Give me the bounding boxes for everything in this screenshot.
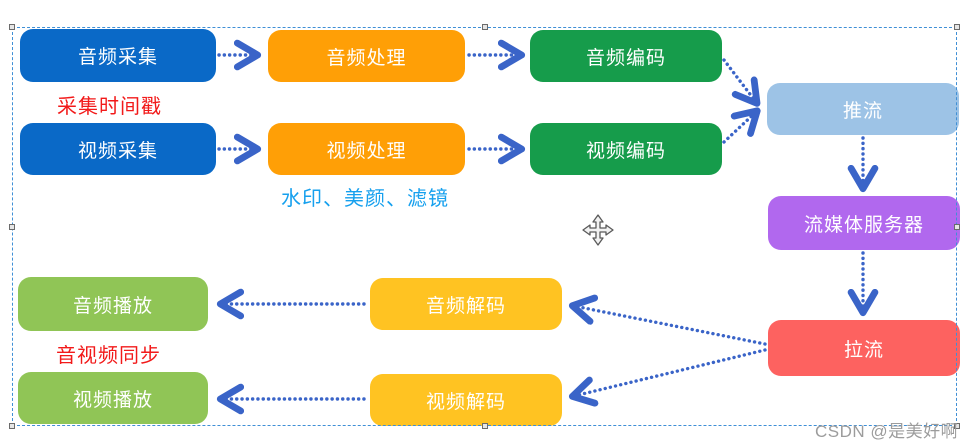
selection-handle-ne[interactable]	[954, 24, 960, 30]
node-audio-decode[interactable]: 音频解码	[370, 278, 562, 330]
move-cursor-icon	[582, 214, 614, 246]
selection-handle-sw[interactable]	[9, 423, 15, 429]
selection-handle-w[interactable]	[9, 224, 15, 230]
arrow-pull-to-audio-decode	[568, 294, 767, 346]
csdn-watermark: CSDN @是美好啊	[815, 422, 959, 441]
arrow-video-encode-to-push	[722, 107, 761, 144]
node-video-decode[interactable]: 视频解码	[370, 374, 562, 426]
node-push-stream[interactable]: 推流	[767, 83, 959, 135]
node-audio-play[interactable]: 音频播放	[18, 277, 208, 331]
node-video-play[interactable]: 视频播放	[18, 372, 208, 424]
selection-handle-s[interactable]	[482, 423, 488, 429]
node-video-capture[interactable]: 视频采集	[20, 123, 216, 175]
node-video-encode[interactable]: 视频编码	[530, 123, 722, 175]
selection-handle-se[interactable]	[954, 423, 960, 429]
node-media-server[interactable]: 流媒体服务器	[768, 196, 960, 250]
arrow-pull-to-video-decode	[568, 348, 767, 407]
node-audio-encode[interactable]: 音频编码	[530, 30, 722, 82]
node-audio-capture[interactable]: 音频采集	[20, 29, 216, 82]
node-audio-process[interactable]: 音频处理	[268, 30, 465, 82]
selection-handle-n[interactable]	[482, 24, 488, 30]
annotation-filters: 水印、美颜、滤镜	[281, 188, 449, 210]
selection-handle-nw[interactable]	[9, 24, 15, 30]
selection-handle-e[interactable]	[954, 224, 960, 230]
node-pull-stream[interactable]: 拉流	[768, 320, 960, 376]
node-video-process[interactable]: 视频处理	[268, 123, 465, 175]
annotation-capture-timestamp: 采集时间戳	[57, 96, 162, 118]
arrow-audio-encode-to-push	[722, 58, 761, 107]
annotation-av-sync: 音视频同步	[56, 345, 161, 367]
